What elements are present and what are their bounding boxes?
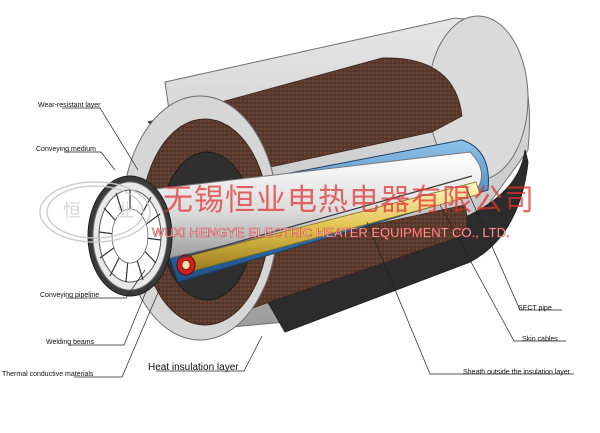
- watermark-company-cn: 无锡恒业电热电器有限公司: [163, 183, 535, 218]
- logo-badge: [39, 181, 151, 243]
- label-heat-insulation: Heat insulation layer: [148, 362, 239, 373]
- leader-lines: [62, 107, 574, 378]
- label-sect-pipe: SECT pipe: [518, 305, 552, 312]
- skin-cable: [179, 175, 473, 259]
- label-wear-resistant-layer: Wear-resistant layer: [38, 102, 101, 109]
- watermark-company-en: WUXI HENGYE ELECTRIC HEATER EQUIPMENT CO…: [152, 225, 510, 240]
- sheath-lower: [261, 149, 529, 333]
- logo-right-glyph: 业: [116, 201, 134, 222]
- label-sheath: Sheath outside the insulation layer: [463, 369, 571, 376]
- label-thermal-conductive: Thermal conductive materials: [2, 371, 94, 378]
- label-skin-cables: Skin cables: [522, 336, 558, 343]
- label-conveying-pipeline: Conveying pipeline: [40, 292, 100, 299]
- logo-left-glyph: 恒: [63, 201, 81, 222]
- label-welding-beams: Welding beams: [46, 339, 95, 346]
- label-conveying-medium: Conveying medium: [36, 146, 96, 153]
